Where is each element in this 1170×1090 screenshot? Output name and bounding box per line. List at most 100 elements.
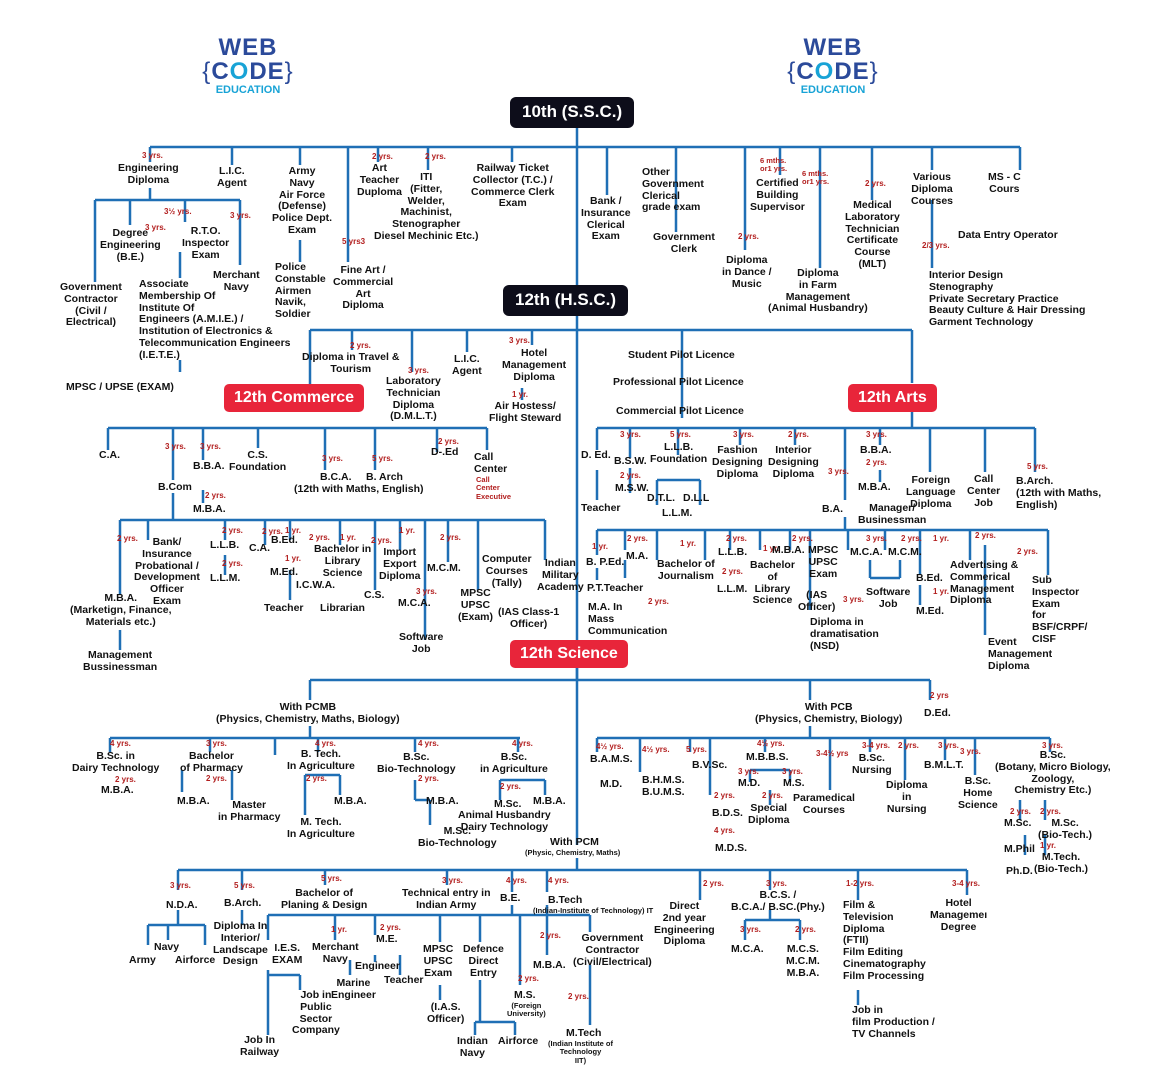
node-msc-biotech-2: M.Sc. (Bio-Tech.) <box>1038 817 1093 841</box>
duration-label: 2 yrs. <box>795 925 816 934</box>
node-mcs: M.C.S. M.C.M. M.B.A. <box>786 943 820 979</box>
duration-label: 3 yrs. <box>766 879 787 888</box>
node-rto: R.T.O. Inspector Exam <box>182 225 230 261</box>
node-hotel-management-degree: Hotel Managemeı Degree <box>930 897 988 933</box>
node-bsc-biotech: B.Sc. Bio-Technology <box>377 751 456 775</box>
node-paramedical: Paramedical Courses <box>793 792 855 816</box>
node-bed: B.Ed. <box>271 534 298 546</box>
duration-label: 2 yrs. <box>762 791 783 800</box>
node-fashion-designing: Fashion Designing Diploma <box>712 444 763 480</box>
node-landscape-design: Diploma In Interior/ Landscape Design <box>213 920 268 968</box>
node-advertising: Advertising & Commerical Management Dipl… <box>950 559 1019 607</box>
duration-label: 3 yrs. <box>960 747 981 756</box>
node-llb-foundation: L.L.B. Foundation <box>650 441 708 465</box>
node-ies-exam: I.E.S. EXAM <box>272 942 303 966</box>
duration-label: 3 yrs. <box>165 442 186 451</box>
node-bsc-nursing: B.Sc. Nursing <box>852 752 892 776</box>
node-phd: Ph.D. <box>1006 865 1033 877</box>
duration-label: 2 yrs. <box>722 567 743 576</box>
node-msc: M.Sc. <box>1004 817 1032 829</box>
duration-label: 3 yrs. <box>782 767 803 776</box>
node-home-science: B.Sc. Home Science <box>958 775 998 811</box>
duration-label: 2 yrs. <box>975 531 996 540</box>
node-bds: B.D.S. <box>712 807 743 819</box>
duration-label: 2 yrs. <box>500 782 521 791</box>
node-railway: Railway Ticket Collector (T.C.) / Commer… <box>471 162 555 210</box>
node-arts-mba: M.B.A. <box>858 481 891 493</box>
node-btech-agriculture: B. Tech. In Agriculture <box>287 748 355 772</box>
node-pcm-sub: (Physic, Chemistry, Maths) <box>525 848 621 857</box>
node-engineer: Engineer <box>355 960 400 972</box>
node-be: B.E. <box>500 892 521 904</box>
duration-label: 3-4½ yrs <box>816 749 849 758</box>
duration-label: 2 yrs. <box>262 527 283 536</box>
node-msc-biotech: M.Sc. Bio-Technology <box>418 825 497 849</box>
node-indian-navy: Indian Navy <box>457 1035 488 1059</box>
duration-label: 3 yrs. <box>509 336 530 345</box>
duration-label: 2 yrs. <box>726 534 747 543</box>
node-nda: N.D.A. <box>166 899 198 911</box>
node-mba-agriculture: M.B.A. <box>334 795 367 807</box>
node-llb: L.L.B. <box>210 539 240 551</box>
node-bsc-agriculture: B.Sc. in Agriculture <box>480 751 548 775</box>
duration-label: 3 yrs. <box>866 430 887 439</box>
node-computer-courses: Computer Courses (Tally) <box>482 553 532 589</box>
duration-label: 4½ yrs. <box>596 742 624 751</box>
duration-label: 3 yrs. <box>206 739 227 748</box>
duration-label: 2 yrs <box>930 691 949 700</box>
duration-label: 4½ yrs. <box>642 745 670 754</box>
node-ias-officer: (IAS Class-1 Officer) <box>498 606 560 630</box>
duration-label: 5 yrs. <box>234 881 255 890</box>
node-bcs: B.C.S. / B.C.A./ B.SC.(Phy.) <box>731 889 825 913</box>
node-arts-med: M.Ed. <box>916 605 944 617</box>
node-teacher: Teacher <box>264 602 304 614</box>
duration-label: 3 yrs. <box>408 366 429 375</box>
duration-label: 2 yrs. <box>788 430 809 439</box>
node-hotel-management: Hotel Management Diploma <box>502 347 567 383</box>
duration-label: 3 yrs. <box>620 430 641 439</box>
node-dramatisation: Diploma in dramatisation (NSD) <box>810 616 879 652</box>
duration-label: 4 yrs. <box>512 739 533 748</box>
duration-label: 3-4 yrs. <box>952 879 981 888</box>
duration-label: 6 mths. or1 yrs. <box>760 156 788 174</box>
duration-label: 6 mths. or1 yrs. <box>802 169 830 187</box>
node-library-science: Bachelor in Library Science <box>314 543 372 579</box>
duration-label: 4 yrs. <box>548 876 569 885</box>
node-ms-foreign: M.S. <box>514 989 536 1001</box>
node-ma: M.A. <box>626 550 649 562</box>
duration-label: 2 yrs. <box>1017 547 1038 556</box>
duration-label: 5 yrs. <box>321 874 342 883</box>
node-mtech-sub: (Indian Institute of Technology IIT) <box>548 1039 613 1065</box>
node-ms-course: MS - C Cours <box>988 171 1021 195</box>
node-mpsc-upsc: MPSC UPSC (Exam) <box>458 587 494 623</box>
duration-label: 2 yrs. <box>372 152 393 161</box>
node-bhms: B.H.M.S. B.U.M.S. <box>642 774 685 798</box>
node-journalism: Bachelor of Journalism <box>657 558 715 582</box>
logo-left: WEB {CODE} EDUCATION <box>193 36 303 98</box>
duration-label: 3 yrs. <box>142 151 163 160</box>
node-animal-husbandry: Animal Husbandry Dairy Technology <box>458 809 551 833</box>
stream-science: 12th Science <box>510 640 628 668</box>
logo-right: WEB {CODE} EDUCATION <box>778 36 888 98</box>
node-md: M.D. <box>600 778 623 790</box>
node-dairy-technology: B.Sc. in Dairy Technology <box>72 750 160 774</box>
node-bank-probational: Bank/ Insurance Probational / Developmen… <box>134 536 200 607</box>
duration-label: 3-4 yrs. <box>862 741 891 750</box>
hub-ssc: 10th (S.S.C.) <box>510 97 635 128</box>
duration-label: 3 yrs. <box>230 211 251 220</box>
duration-label: 2 yrs. <box>901 534 922 543</box>
node-job-public-sector: Job in Public Sector Company <box>292 989 340 1037</box>
node-commercial-pilot: Commercial Pilot Licence <box>616 405 744 417</box>
node-me: M.E. <box>376 933 398 945</box>
duration-label: 2 yrs. <box>865 179 886 188</box>
node-arts-mba-2: M.B.A. <box>772 544 805 556</box>
node-film-job: Job in film Production / TV Channels <box>852 1004 935 1040</box>
node-army: Army <box>129 954 156 966</box>
node-air-hostess: Air Hostess/ Flight Steward <box>489 400 562 424</box>
node-science-teacher: Teacher <box>384 974 424 986</box>
node-arts-ias: (IAS Officer) <box>798 589 836 613</box>
node-mba: M.B.A. <box>193 503 226 515</box>
node-degree-engineering: Degree Engineering (B.E.) <box>100 227 161 263</box>
duration-label: 1 yr. <box>285 526 302 535</box>
node-arts-llm-2: L.L.M. <box>717 583 748 595</box>
